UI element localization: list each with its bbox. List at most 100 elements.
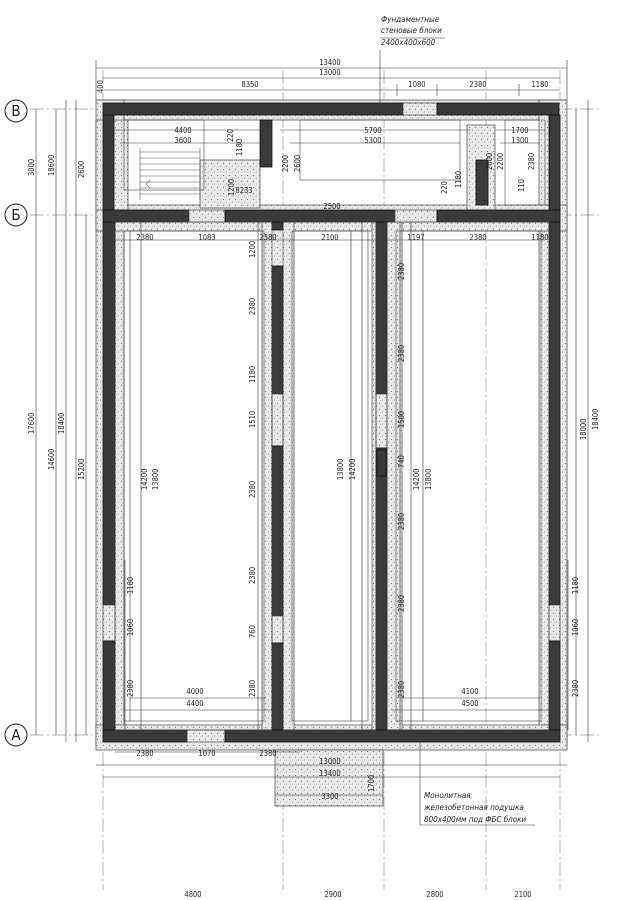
dim-left-14600: 14600	[47, 449, 56, 470]
dim-row1-110: 110	[517, 179, 526, 192]
dim-mid-1180: 1180	[531, 233, 548, 242]
dim-top-1080: 1080	[408, 80, 425, 89]
note-pad-line2: железобетонная подушка	[423, 803, 524, 812]
axis-label-b: Б	[11, 206, 20, 224]
dim-wall2-2380d: 2380	[248, 680, 257, 697]
dim-mid-2380a: 2380	[136, 233, 153, 242]
dim-row1-1180b: 1180	[454, 171, 463, 188]
dim-lw-2380: 2380	[126, 680, 135, 697]
dim-left-18400: 18400	[57, 413, 66, 434]
dim-room3-4100: 4100	[461, 687, 478, 696]
dim-bottom-1700: 1700	[367, 775, 376, 792]
dim-row1-2600b: 2600	[485, 153, 494, 170]
dim-row1-2200a: 2200	[281, 155, 290, 172]
axis-marker-a: А	[4, 723, 28, 747]
note-pad-line3: 800x400мм под ФБС блоки	[424, 815, 526, 824]
dim-rw-2380: 2380	[571, 680, 580, 697]
dimension-lines	[35, 37, 589, 826]
note-blocks-line3: 2400x400x600	[381, 38, 436, 47]
dim-row1-2500: 2500	[323, 202, 340, 211]
dim-row1-1300: 1300	[511, 136, 528, 145]
axis-label-v: В	[11, 102, 20, 120]
dim-lw-1180: 1180	[126, 577, 135, 594]
dim-row1-220a: 220	[226, 129, 235, 142]
dim-wall2-2380a: 2380	[248, 298, 257, 315]
axis-marker-b: Б	[4, 203, 28, 227]
dim-row1-3600: 3600	[174, 136, 191, 145]
dim-top-13000: 13000	[319, 68, 340, 77]
dim-wall3-740: 740	[397, 455, 406, 468]
dim-grid-4800: 4800	[184, 890, 201, 899]
dim-left-17600: 17600	[27, 413, 36, 434]
dim-mid-1197: 1197	[407, 233, 424, 242]
note-blocks-line1: Фундаментные	[381, 15, 440, 24]
dim-wall3-2380d: 2380	[397, 595, 406, 612]
dim-row1-1700: 1700	[511, 126, 528, 135]
dim-mid-2100: 2100	[321, 233, 338, 242]
axis-label-a: А	[11, 726, 21, 744]
dim-top-8350: 8350	[241, 80, 258, 89]
dim-right-18400: 18400	[591, 409, 600, 430]
dim-wall3-2380a: 2380	[397, 263, 406, 280]
dim-inner-14200a: 14200	[140, 469, 149, 490]
dim-lw-1060: 1060	[126, 619, 135, 636]
dim-row1-1200: 1200	[227, 179, 236, 196]
dim-inner-13800b: 13800	[336, 459, 345, 480]
dim-left-18600: 18600	[47, 155, 56, 176]
dim-mid-1083: 1083	[198, 233, 215, 242]
dim-room3-4500: 4500	[461, 699, 478, 708]
dim-row1-220b: 220	[440, 181, 449, 194]
dim-bottom-1070: 1070	[198, 749, 215, 758]
stair-symbol	[139, 148, 201, 200]
dim-bottom-3300: 3300	[321, 792, 338, 801]
dim-wall2-2380c: 2380	[248, 567, 257, 584]
note-blocks-line2: стеновые блоки	[381, 26, 442, 35]
dim-right-18000: 18000	[579, 419, 588, 440]
dim-row1-2600a: 2600	[293, 155, 302, 172]
axis-marker-v: В	[4, 99, 28, 123]
dim-wall3-2380c: 2380	[397, 513, 406, 530]
dim-bottom-2380b: 2380	[259, 749, 276, 758]
dim-row1-8233: 8233	[235, 186, 252, 195]
dim-inner-14200c: 14200	[412, 469, 421, 490]
dim-left-3000: 3000	[27, 159, 36, 176]
dim-mid-2380b: 2380	[259, 233, 276, 242]
dim-wall2-2380b: 2380	[248, 481, 257, 498]
dim-top-400: 400	[96, 80, 105, 93]
foundation-walls	[102, 102, 561, 743]
dim-bottom-2380a: 2380	[136, 749, 153, 758]
dim-grid-2800: 2800	[426, 890, 443, 899]
dim-row1-1180a: 1180	[235, 139, 244, 156]
dim-grid-2900: 2900	[324, 890, 341, 899]
dim-rw-1180: 1180	[571, 577, 580, 594]
dim-top-2380: 2380	[469, 80, 486, 89]
dim-row1-4400: 4400	[174, 126, 191, 135]
dim-inner-13800a: 13800	[151, 469, 160, 490]
dim-left-15200: 15200	[77, 459, 86, 480]
dim-wall2-1510: 1510	[248, 411, 257, 428]
dim-row1-2380: 2380	[527, 153, 536, 170]
dim-row1-5700: 5700	[364, 126, 381, 135]
dim-wall2-760: 760	[248, 625, 257, 638]
dim-mid-2380c: 2380	[469, 233, 486, 242]
dim-row1-2200b: 2200	[496, 153, 505, 170]
dim-wall3-2380e: 2380	[397, 681, 406, 698]
dim-wall2-1200: 1200	[248, 241, 257, 258]
dim-wall3-2380b: 2380	[397, 345, 406, 362]
dim-top-1180: 1180	[531, 80, 548, 89]
dim-grid-2100: 2100	[514, 890, 531, 899]
dim-inner-13800c: 13800	[424, 469, 433, 490]
dim-left-2600: 2600	[77, 161, 86, 178]
note-pad-line1: Монолитная	[424, 791, 471, 800]
dim-row1-5300: 5300	[364, 136, 381, 145]
dim-wall2-1180: 1180	[248, 366, 257, 383]
dim-bottom-13000: 13000	[319, 757, 340, 766]
dim-bottom-13400: 13400	[319, 769, 340, 778]
dim-room1-4400: 4400	[186, 699, 203, 708]
dim-rw-1060: 1060	[571, 619, 580, 636]
dim-room1-4000: 4000	[186, 687, 203, 696]
dim-top-13400: 13400	[319, 58, 340, 67]
dim-wall3-1500: 1500	[397, 411, 406, 428]
dim-inner-14200b: 14200	[348, 459, 357, 480]
